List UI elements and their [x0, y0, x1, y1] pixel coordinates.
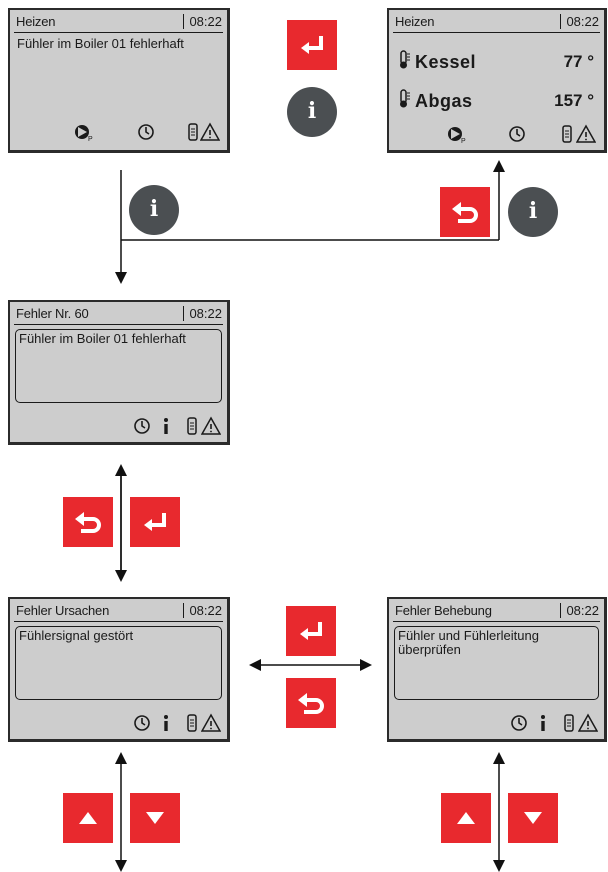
up-button[interactable] [441, 793, 491, 843]
pump-icon: P [75, 125, 93, 142]
storage-icon [188, 123, 198, 141]
info-icon: i [149, 196, 159, 222]
up-icon [79, 812, 97, 824]
screen-message: Fühler und Fühlerleitung überprüfen [398, 628, 539, 657]
display-heizen-overview: Heizen 08:22 Kessel 77 ° Abgas 157 ° P [387, 8, 607, 153]
screen-message: Fühlersignal gestört [19, 628, 134, 643]
sensor-value-abgas: 157 ° [554, 91, 594, 110]
info-button[interactable]: i [508, 187, 558, 237]
screen-message: Fühler im Boiler 01 fehlerhaft [19, 331, 186, 346]
svg-text:P: P [461, 138, 466, 144]
clock-icon [134, 418, 150, 434]
up-icon [457, 812, 475, 824]
info-icon: i [307, 98, 317, 124]
warning-icon [200, 122, 220, 141]
title-divider [14, 32, 223, 33]
clock-icon [509, 126, 525, 142]
storage-icon [564, 714, 574, 732]
screen-time: 08:22 [183, 306, 222, 321]
display-error-remedy: Fehler Behebung 08:22 Fühler und Fühlerl… [387, 597, 607, 742]
display-error-causes: Fehler Ursachen 08:22 Fühlersignal gestö… [8, 597, 230, 742]
screen-time: 08:22 [183, 603, 222, 618]
storage-icon [187, 417, 197, 435]
enter-button[interactable] [286, 606, 336, 656]
back-icon [452, 202, 478, 223]
down-button[interactable] [130, 793, 180, 843]
back-icon [75, 512, 101, 533]
display-error-number: Fehler Nr. 60 08:22 Fühler im Boiler 01 … [8, 300, 230, 445]
clock-icon [134, 715, 150, 731]
title-divider [393, 621, 600, 622]
screen-title: Fehler Ursachen [16, 603, 110, 618]
info-icon [164, 418, 168, 434]
storage-icon [562, 125, 572, 143]
enter-icon [144, 513, 166, 531]
clock-icon [511, 715, 527, 731]
enter-icon [300, 622, 322, 640]
storage-icon [187, 714, 197, 732]
screen-title: Heizen [16, 14, 56, 29]
info-icon [541, 715, 545, 731]
screen-time: 08:22 [560, 14, 599, 29]
info-icon [164, 715, 168, 731]
info-icon: i [528, 198, 538, 224]
sensor-value-kessel: 77 ° [563, 52, 594, 71]
warning-icon [201, 713, 221, 732]
title-divider [393, 32, 600, 33]
screen-time: 08:22 [560, 603, 599, 618]
screen-title: Heizen [395, 14, 435, 29]
title-divider [14, 621, 223, 622]
warning-icon [576, 124, 596, 143]
warning-icon [201, 416, 221, 435]
back-button[interactable] [440, 187, 490, 237]
down-icon [146, 812, 164, 824]
thermometer-icon [400, 89, 410, 108]
back-button[interactable] [286, 678, 336, 728]
screen-title: Fehler Nr. 60 [16, 306, 89, 321]
enter-button[interactable] [287, 20, 337, 70]
back-button[interactable] [63, 497, 113, 547]
enter-button[interactable] [130, 497, 180, 547]
enter-icon [301, 36, 323, 54]
title-divider [14, 324, 223, 325]
message-box: Fühlersignal gestört [15, 626, 222, 700]
back-icon [298, 693, 324, 714]
down-icon [524, 812, 542, 824]
message-box: Fühler und Fühlerleitung überprüfen [394, 626, 599, 700]
clock-icon [138, 124, 154, 140]
sensor-label-kessel: Kessel [415, 52, 477, 72]
display-heizen-message: Heizen 08:22 Fühler im Boiler 01 fehlerh… [8, 8, 230, 153]
thermometer-icon [400, 50, 410, 69]
up-button[interactable] [63, 793, 113, 843]
warning-icon [578, 713, 598, 732]
sensor-label-abgas: Abgas [415, 91, 473, 111]
info-button[interactable]: i [129, 185, 179, 235]
svg-text:P: P [88, 136, 93, 142]
down-button[interactable] [508, 793, 558, 843]
pump-icon: P [448, 127, 466, 144]
screen-title: Fehler Behebung [395, 603, 492, 618]
screen-time: 08:22 [183, 14, 222, 29]
info-button[interactable]: i [287, 87, 337, 137]
message-box: Fühler im Boiler 01 fehlerhaft [15, 329, 222, 403]
screen-message: Fühler im Boiler 01 fehlerhaft [17, 36, 184, 51]
